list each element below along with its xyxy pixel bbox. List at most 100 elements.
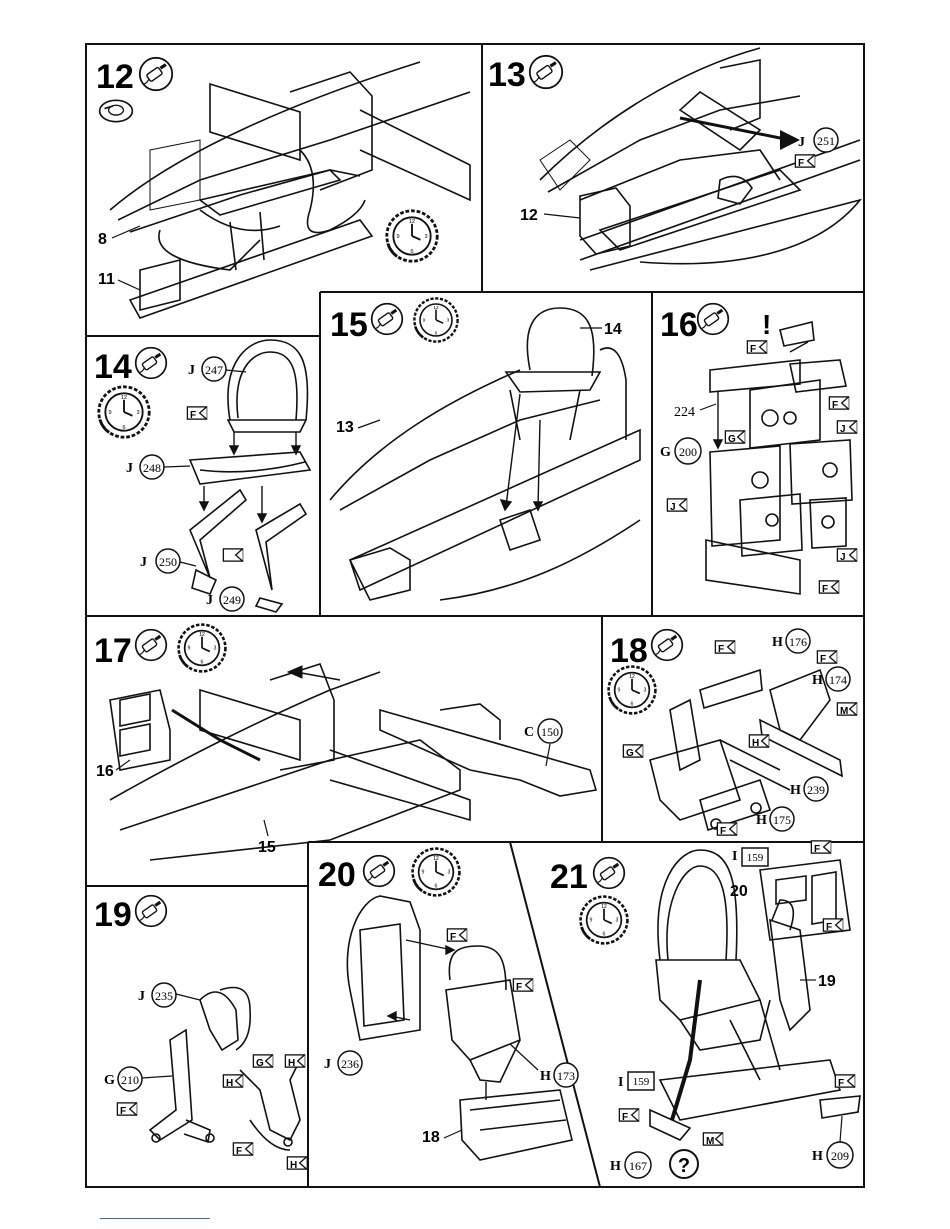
svg-text:248: 248 [143,461,161,475]
pilot-seat-parts-drawing [150,988,300,1151]
step-15-label-14: 14 [604,321,622,338]
svg-text:J: J [324,1057,331,1072]
step-19-number: 19 [94,896,132,934]
cockpit-seat-drawing [330,308,640,600]
svg-text:167: 167 [629,1159,647,1173]
step-12-label-8: 8 [98,231,107,248]
step-17-panel: 17 C 150 16 15 [94,625,596,860]
svg-text:F: F [838,1078,844,1089]
svg-text:H: H [226,1078,233,1089]
cockpit-tub-drawing [110,62,470,318]
svg-text:175: 175 [773,813,791,827]
svg-text:209: 209 [831,1149,849,1163]
svg-text:J: J [840,424,846,435]
paint-pot-icon [100,100,133,121]
step-12-label-11: 11 [98,271,115,288]
part-c-150-callout: C 150 [524,719,562,766]
svg-text:F: F [720,826,726,837]
step-16-panel: 16 ! 224 G 200 F [660,304,857,595]
seat-assembly-drawing [650,850,860,1140]
svg-text:J: J [206,593,213,608]
glue-tube-icon [652,630,683,661]
svg-text:F: F [516,982,522,993]
part-h-239-callout: H 239 [790,777,828,801]
part-h-173-callout: H 173 [510,1044,578,1087]
seat-frame-drawing [650,670,842,830]
part-i-159-callout-top: I 159 [732,848,768,866]
step-15-number: 15 [330,306,368,344]
svg-text:H: H [752,738,759,749]
svg-text:173: 173 [557,1069,575,1083]
part-j-250-callout: J 250 [140,549,196,573]
part-h-167-callout: H 167 [610,1152,651,1178]
step-21-label-19: 19 [818,973,836,990]
part-h-176-callout: H 176 [772,629,810,653]
part-g-200-callout: G 200 [660,438,701,464]
step-17-label-16: 16 [96,763,114,780]
svg-text:239: 239 [807,783,825,797]
step-16-number: 16 [660,306,698,344]
svg-text:J: J [840,552,846,563]
svg-text:F: F [798,158,804,169]
svg-text:236: 236 [341,1057,359,1071]
step-15-panel: 15 13 14 [330,298,640,600]
svg-text:251: 251 [817,134,835,148]
svg-text:F: F [822,584,828,595]
clock-icon [413,849,460,896]
bottom-link-underline [100,1218,210,1219]
svg-text:F: F [190,410,196,421]
svg-text:F: F [120,1106,126,1117]
step-21-number: 21 [550,858,588,896]
step-14-panel: 14 J 247 F J [94,340,310,612]
decal-flags: F F M H G F [623,641,856,837]
step-21-panel: 21 20 19 I 159 I 1 [550,841,860,1178]
glue-tube-icon [594,858,625,889]
step-17-number: 17 [94,632,132,670]
svg-text:G: G [626,748,634,759]
clock-icon [581,897,628,944]
svg-text:H: H [290,1160,297,1171]
glue-tube-icon [136,630,167,661]
step-21-label-20: 20 [730,883,748,900]
fuselage-drawing [110,664,596,860]
svg-text:G: G [104,1073,115,1088]
svg-text:M: M [706,1136,714,1147]
svg-text:G: G [256,1058,264,1069]
part-i-159-callout-bottom: I 159 [618,1072,654,1090]
svg-text:F: F [826,922,832,933]
svg-text:M: M [840,706,848,717]
svg-text:J: J [140,555,147,570]
svg-text:H: H [610,1159,621,1174]
part-g-210-callout: G 210 [104,1067,172,1091]
svg-text:174: 174 [829,673,847,687]
part-h-175-callout: H 175 [756,807,794,831]
svg-text:159: 159 [747,852,764,864]
svg-text:159: 159 [633,1076,650,1088]
part-j-235-callout: J 235 [138,983,200,1007]
svg-text:249: 249 [223,593,241,607]
step-14-number: 14 [94,348,132,386]
part-j-248-callout: J 248 [126,455,190,479]
step-12-panel: 12 8 11 [96,58,470,318]
svg-text:H: H [812,1149,823,1164]
svg-text:247: 247 [205,363,223,377]
svg-text:C: C [524,725,534,740]
svg-text:F: F [750,344,756,355]
glue-tube-icon [136,348,167,379]
glue-tube-icon [372,304,403,335]
svg-text:?: ? [678,1155,690,1177]
svg-text:F: F [622,1112,628,1123]
svg-text:150: 150 [541,725,559,739]
svg-text:H: H [288,1058,295,1069]
svg-text:H: H [540,1069,551,1084]
step-17-arrows [172,666,340,760]
svg-text:I: I [618,1075,623,1090]
warning-mark: ! [762,309,771,340]
svg-text:H: H [790,783,801,798]
svg-text:H: H [756,813,767,828]
glue-tube-icon [364,856,395,887]
svg-text:G: G [728,434,736,445]
svg-text:176: 176 [789,635,807,649]
clock-icon [609,667,656,714]
question-mark-icon: ? [670,1150,698,1178]
